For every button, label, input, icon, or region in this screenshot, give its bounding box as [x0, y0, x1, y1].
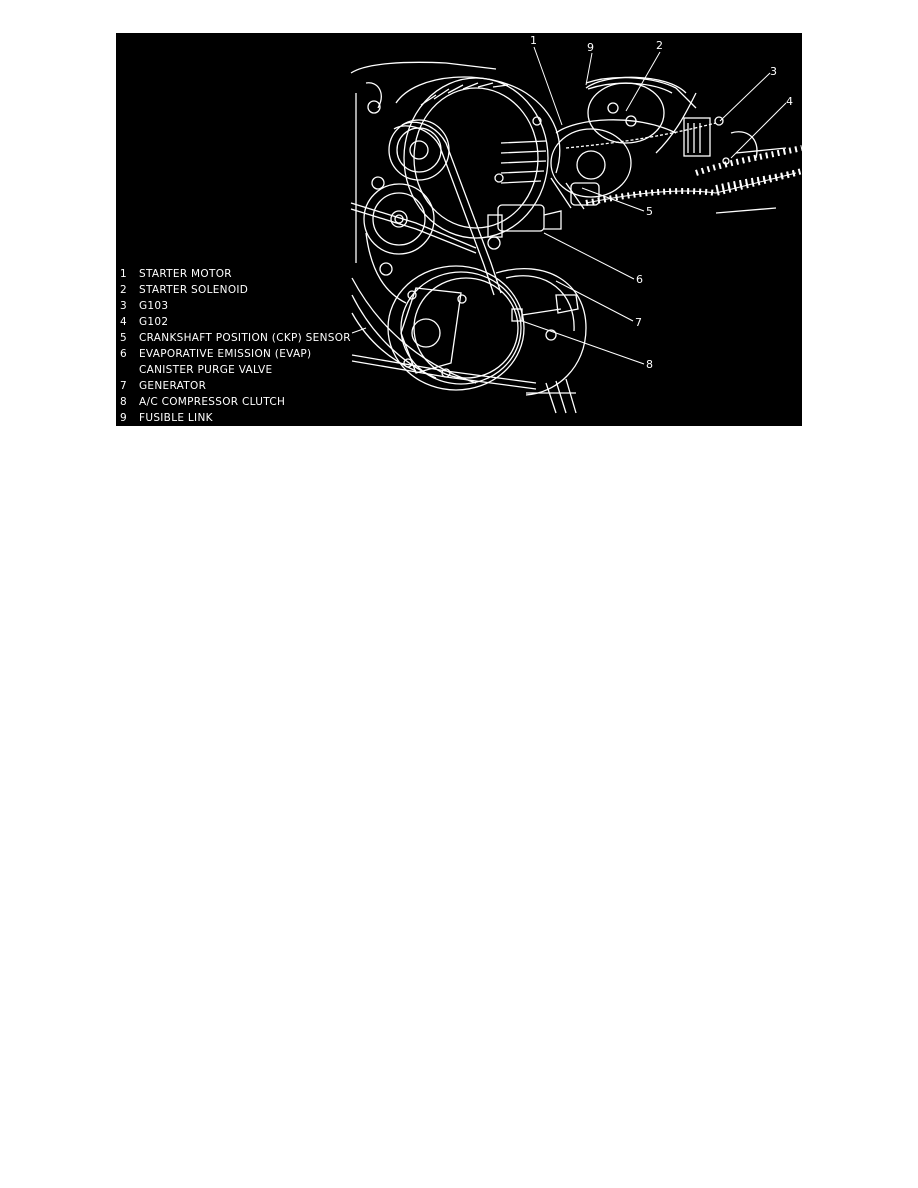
callout-4: 4 [786, 95, 793, 108]
engine-block [350, 61, 537, 390]
idler-pulley [363, 183, 435, 255]
fusible-link [565, 76, 717, 149]
callout-3: 3 [770, 65, 777, 78]
drive-belt [365, 121, 502, 304]
ac-compressor [387, 265, 587, 414]
legend-item-continuation: CANISTER PURGE VALVE [139, 364, 273, 376]
g103-ground [683, 116, 724, 157]
callout-5: 5 [646, 205, 653, 218]
callout-1: 1 [530, 34, 537, 47]
engine-line-drawing [350, 46, 802, 414]
leader-lines [351, 46, 787, 365]
callout-8: 8 [646, 358, 653, 371]
callout-7: 7 [635, 316, 642, 329]
evap-purge-valve [487, 204, 562, 250]
callout-9: 9 [587, 41, 594, 54]
generator [395, 76, 561, 239]
wiring-harness [585, 92, 802, 214]
callout-6: 6 [636, 273, 643, 286]
callout-2: 2 [656, 39, 663, 52]
starter-motor [550, 119, 677, 210]
g102-ground [722, 131, 758, 165]
